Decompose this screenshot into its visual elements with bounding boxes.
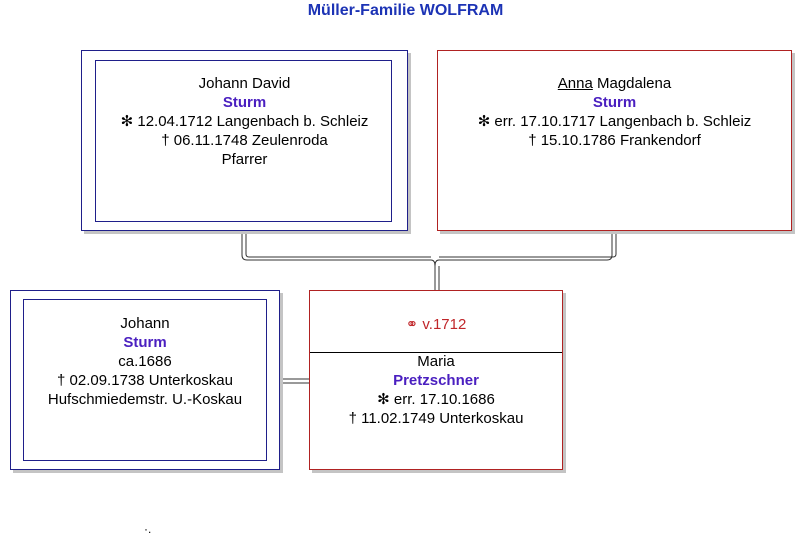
mother-given-rest: Magdalena [592, 75, 672, 92]
mother-given-name: Anna Magdalena [438, 74, 791, 93]
mother-surname: Sturm [592, 94, 637, 111]
father-card[interactable]: Johann David Sturm ✻ 12.04.1712 Langenba… [81, 50, 408, 231]
husband-surname: Sturm [123, 334, 167, 351]
wife-birth: ✻ err. 17.10.1686 [377, 391, 495, 408]
husband-card-inner-frame [23, 299, 267, 461]
wife-card[interactable]: ⚭ v.1712 Maria Pretzschner ✻ err. 17.10.… [309, 290, 563, 470]
footer-mark: ·. [144, 522, 152, 536]
wife-given-name: Maria [417, 353, 455, 370]
father-card-inner-frame [95, 60, 392, 222]
wife-surname: Pretzschner [393, 372, 479, 389]
marriage-divider [310, 352, 562, 353]
husband-birth: ca.1686 [118, 353, 172, 370]
mother-death: † 15.10.1786 Frankendorf [528, 132, 701, 149]
father-surname: Sturm [222, 94, 267, 111]
husband-given-name: Johann [120, 315, 170, 332]
husband-death: † 02.09.1738 Unterkoskau [57, 372, 233, 389]
husband-card[interactable]: Johann Sturm ca.1686 † 02.09.1738 Unterk… [10, 290, 280, 470]
wife-death: † 11.02.1749 Unterkoskau [348, 410, 524, 427]
father-birth: ✻ 12.04.1712 Langenbach b. Schleiz [120, 113, 369, 130]
father-death: † 06.11.1748 Zeulenroda [161, 132, 328, 149]
marriage-label: ⚭ v.1712 [405, 316, 467, 333]
mother-birth: ✻ err. 17.10.1717 Langenbach b. Schleiz [477, 113, 752, 130]
father-occupation: Pfarrer [221, 151, 268, 168]
father-given-name: Johann David [198, 75, 291, 92]
mother-card[interactable]: Anna Magdalena Sturm ✻ err. 17.10.1717 L… [437, 50, 792, 231]
husband-occupation: Hufschmiedemstr. U.-Koskau [47, 391, 243, 408]
mother-given-first: Anna [557, 75, 593, 92]
family-title: Müller-Familie WOLFRAM [307, 2, 504, 19]
